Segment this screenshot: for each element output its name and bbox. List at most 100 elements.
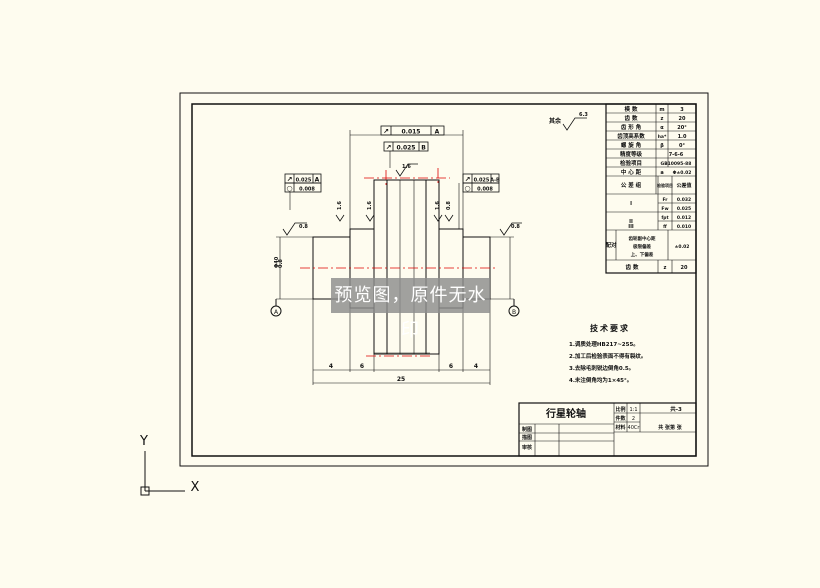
svg-text:精度等级: 精度等级 (620, 150, 643, 158)
svg-text:中 心 距: 中 心 距 (621, 168, 642, 176)
svg-text:0.025: 0.025 (677, 206, 691, 212)
dimension-label: Φ40 (274, 256, 280, 268)
center-lines (300, 168, 496, 357)
svg-text:GB10095-88: GB10095-88 (661, 161, 692, 167)
svg-text:极限偏差: 极限偏差 (633, 243, 651, 250)
svg-text:α: α (660, 125, 664, 131)
svg-text:A: A (435, 129, 440, 136)
outer-frame (179, 92, 709, 467)
svg-text:1.0: 1.0 (678, 134, 687, 140)
ucs-y-label: Y (139, 434, 148, 449)
svg-text:↗: ↗ (465, 176, 471, 184)
svg-text:配对: 配对 (605, 241, 617, 249)
svg-text:齿轮副中心距: 齿轮副中心距 (629, 235, 656, 242)
svg-text:A: A (315, 177, 320, 184)
dimension-label: 6 (360, 363, 364, 370)
roughness-label: 0.8 (511, 224, 520, 230)
svg-text:a: a (660, 170, 663, 176)
shaft-profile (270, 130, 520, 385)
dimension-label: 4 (474, 363, 478, 370)
svg-text:0°: 0° (679, 143, 685, 149)
svg-text:A-B: A-B (490, 178, 500, 184)
dimension-label: 25 (397, 376, 405, 383)
tolerance-frame-right-2: ○ 0.008 (458, 182, 500, 229)
roughness-label: 1.6 (435, 201, 441, 210)
svg-text:2: 2 (632, 416, 635, 422)
title-block: 行星轮轴 比例 1:1 件数 2 材料 40Cr 共-3 共 张第 张 制图 描… (518, 402, 697, 457)
tolerance-frame-left-1: ↗ 0.025 A (284, 173, 322, 184)
svg-text:ff: ff (663, 224, 667, 230)
tech-req-item: 1.调质处理HB217~255。 (569, 340, 639, 348)
tech-req-heading: 技术要求 (590, 323, 630, 333)
svg-text:0.032: 0.032 (677, 197, 691, 203)
roughness-marks (282, 117, 587, 236)
ucs-icon (140, 451, 185, 496)
svg-text:材料: 材料 (615, 424, 625, 431)
tech-req-item: 2.加工后检验表面不得有裂纹。 (569, 352, 646, 360)
svg-text:件数: 件数 (615, 415, 626, 422)
svg-text:检验项目: 检验项目 (657, 182, 673, 188)
svg-text:审核: 审核 (522, 444, 532, 451)
svg-text:3: 3 (680, 107, 684, 113)
svg-text:1:1: 1:1 (629, 407, 637, 413)
svg-text:○: ○ (286, 185, 292, 193)
dimension-label: 4 (329, 363, 333, 370)
ucs-x-label: X (191, 480, 200, 495)
svg-text:0.025: 0.025 (474, 178, 490, 184)
svg-text:z: z (664, 265, 667, 271)
svg-text:检验项目: 检验项目 (620, 159, 642, 167)
svg-text:齿 数: 齿 数 (626, 263, 639, 271)
svg-text:公差值: 公差值 (676, 182, 691, 189)
svg-text:共 张第 张: 共 张第 张 (658, 424, 682, 431)
svg-text:模 数: 模 数 (625, 105, 638, 113)
svg-text:B: B (421, 145, 426, 152)
svg-text:z: z (661, 116, 664, 122)
svg-text:0.012: 0.012 (677, 215, 691, 221)
tolerance-frame-upper: ↗ 0.025 B (383, 141, 429, 168)
roughness-label: 1.6 (402, 164, 411, 170)
svg-text:0.015: 0.015 (402, 129, 421, 136)
svg-text:比例: 比例 (615, 406, 625, 413)
svg-text:螺 旋 角: 螺 旋 角 (621, 141, 641, 149)
roughness-label: 0.8 (278, 259, 284, 268)
roughness-label: 0.8 (299, 224, 308, 230)
svg-text:齿 形 角: 齿 形 角 (621, 123, 641, 131)
svg-text:ha*: ha* (658, 134, 667, 140)
svg-text:0.025: 0.025 (397, 145, 416, 152)
roughness-label: 1.6 (337, 201, 343, 210)
tolerance-frame-top: ↗ 0.015 A (380, 125, 445, 136)
tech-req-item: 4.未注倒角均为1×45°。 (569, 376, 632, 384)
tolerance-frame-right-1: ↗ 0.025 A-B (462, 173, 500, 184)
svg-text:0.008: 0.008 (477, 187, 493, 193)
svg-text:上、下偏差: 上、下偏差 (631, 251, 654, 258)
svg-text:Fr: Fr (662, 197, 668, 203)
datum-a-label: A (274, 309, 279, 316)
svg-text:制图: 制图 (522, 426, 532, 433)
svg-text:共-3: 共-3 (670, 405, 682, 413)
svg-text:7-6-6: 7-6-6 (669, 152, 684, 158)
roughness-other-value: 6.3 (579, 112, 588, 118)
svg-text:0.025: 0.025 (296, 178, 312, 184)
svg-text:齿 数: 齿 数 (625, 114, 638, 122)
tolerance-frame-left-2: ○ 0.008 (284, 182, 322, 210)
svg-text:20: 20 (681, 265, 688, 271)
parameter-table: 模 数 m 3 齿 数 z 20 齿 形 角 α 20° 齿顶高系数 ha* 1… (605, 103, 697, 274)
svg-text:描图: 描图 (521, 434, 532, 441)
dimension-label: 6 (449, 363, 453, 370)
svg-text:fpt: fpt (661, 215, 669, 221)
svg-text:↗: ↗ (386, 144, 392, 152)
svg-text:↗: ↗ (287, 176, 293, 184)
svg-text:0.010: 0.010 (677, 224, 691, 230)
roughness-label: 0.8 (446, 201, 452, 210)
roughness-other-label: 其余 (549, 117, 562, 125)
svg-text:40Cr: 40Cr (628, 425, 641, 431)
tech-req-item: 3.去除毛刺锐边倒角0.5。 (569, 364, 634, 372)
svg-text:Fw: Fw (661, 206, 668, 212)
preview-watermark: 预览图，原件无水印 (331, 278, 490, 341)
svg-text:20: 20 (679, 116, 686, 122)
svg-text:I: I (630, 201, 632, 207)
datum-b-label: B (512, 309, 516, 316)
svg-text:II: II (629, 219, 633, 225)
svg-text:○: ○ (464, 185, 470, 193)
